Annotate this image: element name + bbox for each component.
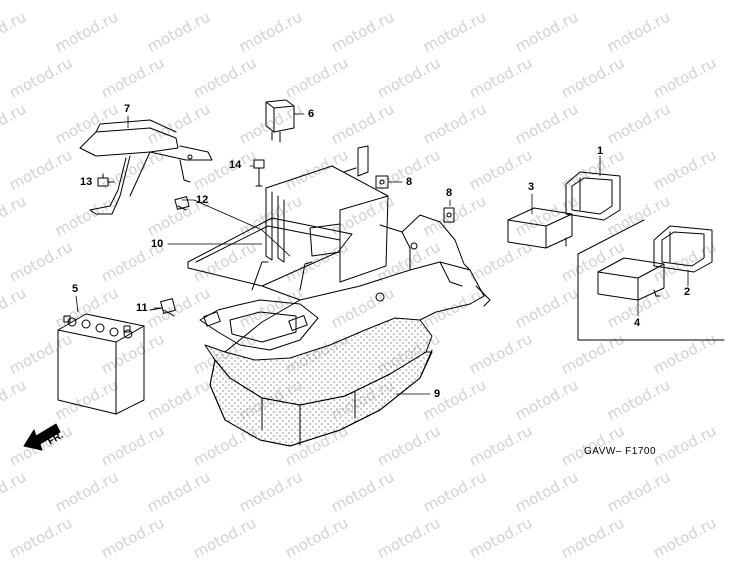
- part-6-relay: [265, 99, 295, 143]
- part-7-bracket: [79, 119, 213, 215]
- callout-12: 12: [196, 194, 209, 206]
- callout-4: 4: [634, 317, 641, 329]
- part-11-clip: [149, 298, 176, 317]
- callout-13: 13: [80, 176, 93, 188]
- fr-arrow: [23, 423, 61, 451]
- part-12-clip: [174, 196, 190, 211]
- part-4-module: [597, 257, 665, 301]
- callout-8b: 8: [446, 187, 453, 199]
- leader-lines: [75, 113, 689, 395]
- callout-9: 9: [434, 388, 441, 400]
- callout-3: 3: [528, 181, 535, 193]
- part-3-module: [507, 207, 573, 249]
- drawing-code: GAVW– F1700: [584, 446, 657, 457]
- callout-14: 14: [229, 159, 242, 171]
- callout-11: 11: [136, 302, 148, 314]
- part-8-clip-b: [443, 207, 455, 223]
- part-1-holder: [565, 171, 621, 221]
- part-14-bolt: [253, 159, 265, 187]
- callout-1: 1: [597, 145, 604, 157]
- callout-2: 2: [684, 286, 691, 298]
- inset-frame: [577, 219, 725, 341]
- callout-7: 7: [124, 103, 131, 115]
- part-13-bolt: [97, 173, 115, 187]
- part-9-under-cover: [204, 214, 491, 447]
- part-8-clip-a: [375, 175, 389, 189]
- callout-5: 5: [72, 283, 79, 295]
- callout-6: 6: [308, 108, 315, 120]
- part-5-battery: [57, 313, 145, 415]
- part-2-holder: [653, 225, 713, 273]
- battery-box-walls: [265, 145, 389, 283]
- callout-8a: 8: [406, 176, 413, 188]
- callout-10: 10: [151, 238, 164, 250]
